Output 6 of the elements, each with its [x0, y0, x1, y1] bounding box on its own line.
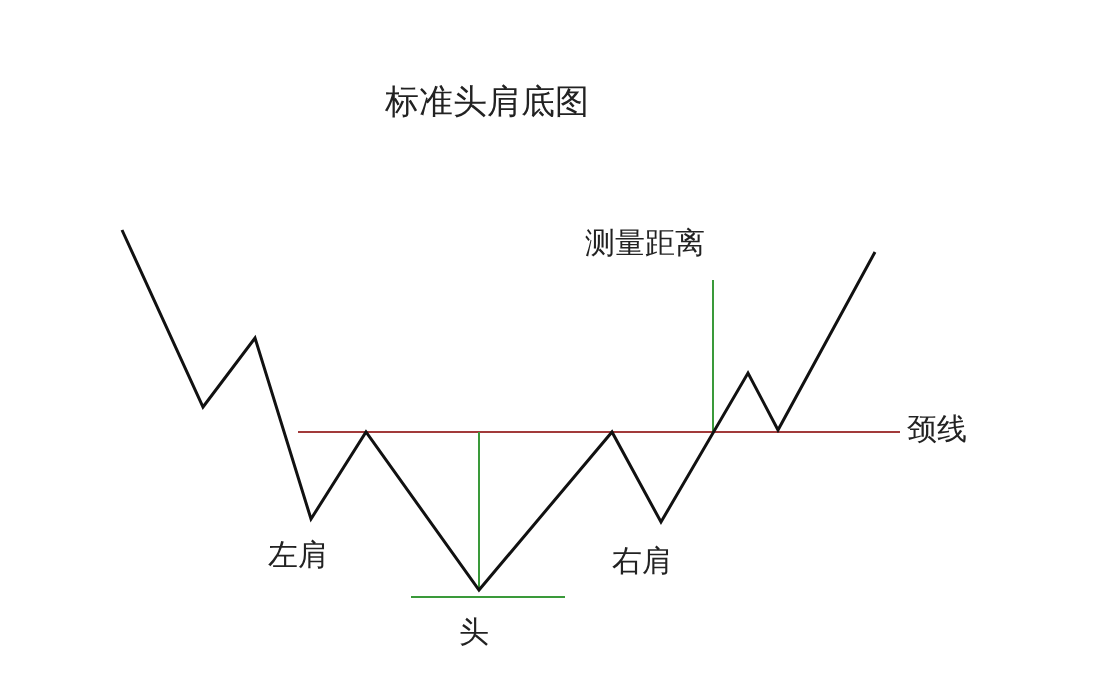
- neckline-label: 颈线: [907, 414, 967, 444]
- shoulder-label: 右肩: [612, 546, 672, 576]
- shoulder-label: 左肩: [268, 540, 328, 570]
- head-label: 头: [459, 617, 489, 647]
- measure-label: 测量距离: [585, 228, 705, 258]
- diagram-title: 标准头肩底图: [385, 84, 589, 118]
